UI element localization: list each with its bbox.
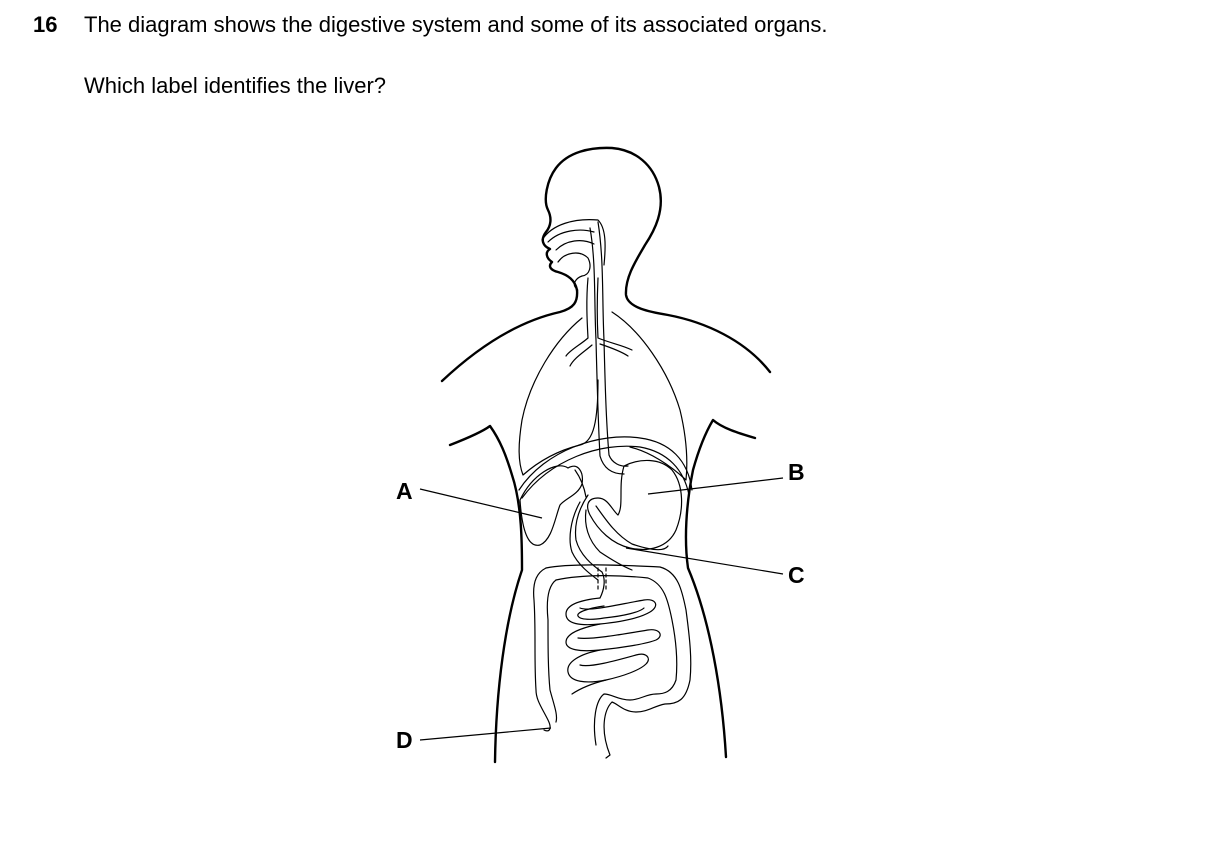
nasal-cavity — [541, 219, 606, 266]
label-lines — [419, 477, 784, 741]
left-shoulder-outline — [440, 288, 579, 383]
left-torso-outline — [448, 424, 524, 764]
large-intestine — [545, 564, 692, 759]
right-lung — [611, 311, 688, 481]
label-line-b — [647, 477, 784, 495]
question-prompt: Which label identifies the liver? — [84, 73, 387, 98]
body-outline — [440, 146, 772, 764]
trachea — [565, 277, 589, 357]
tongue — [557, 252, 591, 289]
right-torso-outline — [684, 418, 757, 759]
oesophagus — [597, 221, 629, 467]
small-intestine — [565, 597, 657, 626]
label-a: A — [396, 478, 413, 504]
head-outline — [541, 146, 772, 374]
liver — [519, 465, 583, 546]
label-line-d — [419, 727, 552, 741]
bile-duct — [574, 469, 587, 498]
label-c: C — [788, 562, 805, 588]
pancreas — [595, 505, 669, 551]
question-stem: The diagram shows the digestive system a… — [84, 12, 828, 37]
stomach — [587, 459, 683, 551]
duodenum — [574, 494, 605, 599]
label-line-c — [625, 547, 784, 575]
label-d: D — [396, 727, 413, 753]
left-lung — [518, 317, 599, 476]
label-line-a — [419, 488, 543, 519]
diaphragm — [518, 436, 693, 491]
question-number: 16 — [33, 12, 58, 37]
internal-organs — [518, 219, 693, 759]
label-b: B — [788, 459, 805, 485]
